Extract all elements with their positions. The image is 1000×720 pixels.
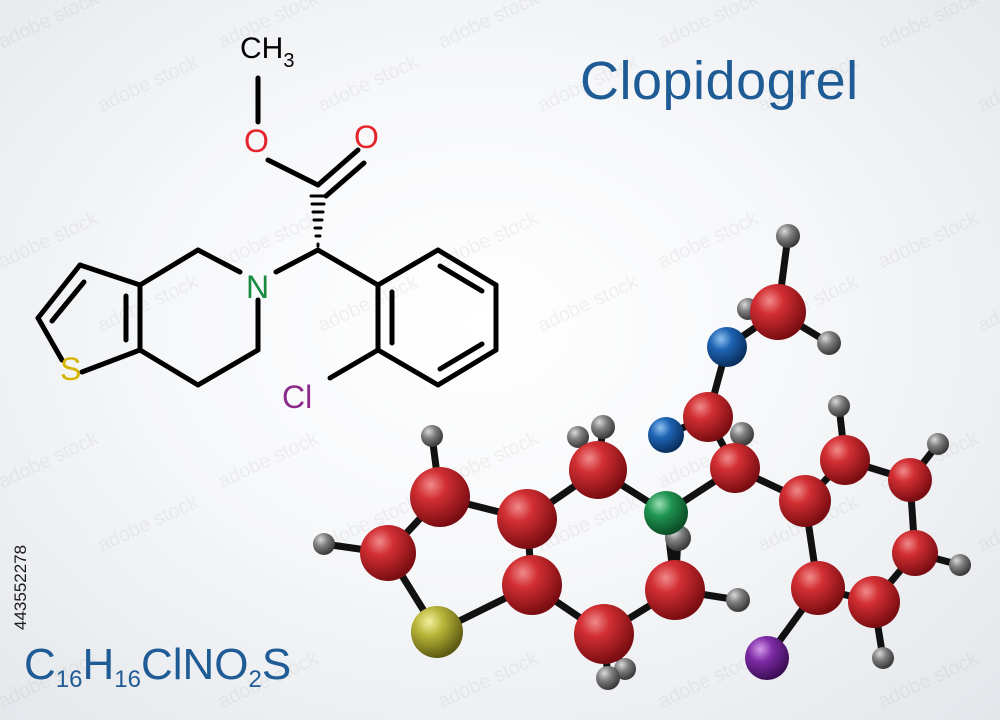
hydrogen-atom bbox=[949, 554, 971, 576]
carbon-atom bbox=[683, 392, 733, 442]
formula-subscript: 16 bbox=[114, 666, 141, 693]
hydrogen-atom bbox=[726, 588, 750, 612]
molecule-name: Clopidogrel bbox=[580, 51, 859, 111]
oxygen-atom bbox=[707, 327, 747, 367]
carbon-atom bbox=[710, 443, 760, 493]
carbon-atom bbox=[569, 441, 627, 499]
bond-double bbox=[437, 341, 485, 372]
methyl-label: CH3 bbox=[240, 32, 294, 72]
carbon-atom bbox=[645, 560, 705, 620]
sulfur-atom bbox=[411, 606, 463, 658]
oxygen-ether-label: O bbox=[244, 123, 269, 159]
bond bbox=[315, 247, 381, 288]
skeletal-structure: CH3 O O N S Cl bbox=[35, 32, 499, 415]
chlorine-label: Cl bbox=[282, 379, 312, 415]
hydrogen-atom bbox=[776, 224, 800, 248]
carbon-atom bbox=[888, 458, 932, 502]
bond-double bbox=[49, 279, 87, 324]
bond bbox=[265, 157, 321, 188]
bond-double bbox=[323, 160, 367, 199]
formula-element: S bbox=[261, 640, 292, 689]
carbon-atom bbox=[502, 555, 562, 615]
carbon-atom bbox=[750, 284, 806, 340]
bond bbox=[77, 262, 143, 288]
bond bbox=[375, 247, 441, 288]
stock-id-text: 443552278 bbox=[11, 545, 30, 630]
hydrogen-atom bbox=[596, 666, 620, 690]
bond bbox=[273, 247, 321, 275]
bond bbox=[375, 347, 441, 388]
stock-id: 443552278 bbox=[11, 545, 30, 630]
hydrogen-atom bbox=[313, 533, 335, 555]
bond bbox=[435, 247, 499, 288]
carbon-atom bbox=[820, 435, 870, 485]
sulfur-label: S bbox=[60, 351, 81, 387]
hydrogen-atom bbox=[817, 331, 841, 355]
carbon-atom bbox=[848, 576, 900, 628]
bond bbox=[137, 347, 201, 388]
bond bbox=[435, 347, 499, 388]
formula-subscript: 2 bbox=[248, 666, 262, 693]
hydrogen-atom bbox=[872, 647, 894, 669]
hydrogen-atom bbox=[927, 433, 949, 455]
chlorine-atom bbox=[745, 636, 789, 680]
carbon-atom bbox=[360, 525, 416, 581]
bond bbox=[137, 247, 201, 288]
bond bbox=[35, 315, 65, 363]
hydrogen-atom bbox=[421, 425, 443, 447]
bond bbox=[195, 347, 261, 388]
hydrogen-atom bbox=[730, 422, 754, 446]
carbon-atom bbox=[574, 604, 634, 664]
hydrogen-atom bbox=[567, 426, 589, 448]
formula-subscript: 16 bbox=[55, 666, 83, 693]
carbon-atom bbox=[791, 561, 845, 615]
oxygen-carbonyl-label: O bbox=[354, 119, 379, 155]
carbon-atom bbox=[892, 530, 938, 576]
formula-element: H bbox=[82, 640, 115, 689]
bond bbox=[35, 262, 83, 321]
bond bbox=[327, 347, 381, 381]
hydrogen-atom bbox=[591, 415, 615, 439]
bond bbox=[79, 347, 143, 375]
formula-element: C bbox=[24, 640, 56, 689]
formula-element: ClNO bbox=[140, 640, 249, 689]
nitrogen-atom bbox=[644, 491, 688, 535]
hydrogen-atom bbox=[614, 658, 636, 680]
molecular-formula: C16H16ClNO2S bbox=[24, 640, 291, 696]
hydrogen-atom bbox=[828, 395, 850, 417]
carbon-atom bbox=[779, 475, 831, 527]
hashed-wedge bbox=[309, 194, 327, 248]
nitrogen-label: N bbox=[246, 269, 269, 305]
bond bbox=[195, 247, 243, 275]
bond-double bbox=[315, 147, 361, 188]
carbon-atom bbox=[410, 467, 470, 527]
oxygen-atom bbox=[648, 417, 684, 453]
carbon-atom bbox=[497, 489, 557, 549]
bond-double bbox=[437, 263, 485, 294]
